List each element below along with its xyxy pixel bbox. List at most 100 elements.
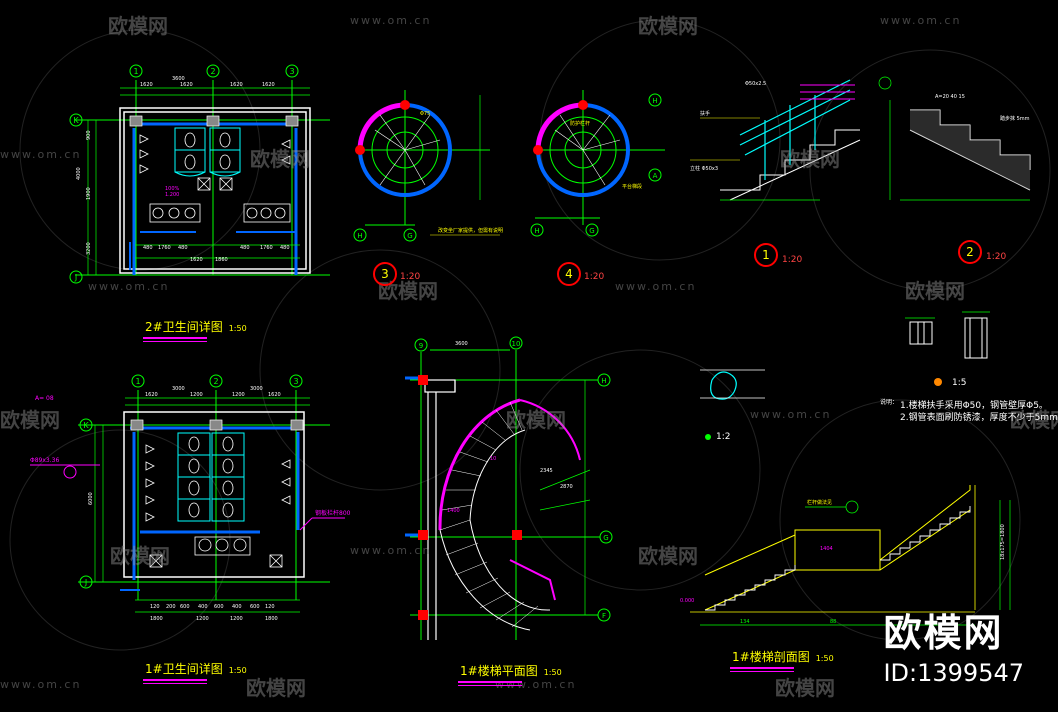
svg-text:88: 88 (830, 619, 836, 625)
svg-text:K: K (83, 421, 89, 430)
detail-number-3: 3 (373, 262, 397, 286)
svg-text:400: 400 (232, 604, 242, 610)
svg-text:2870: 2870 (560, 484, 573, 490)
svg-text:10: 10 (490, 456, 496, 462)
watermark-url: www.om.cn (88, 280, 170, 293)
svg-text:1200: 1200 (196, 616, 209, 622)
svg-text:900: 900 (86, 130, 92, 140)
detail-number-2: 2 (958, 240, 982, 264)
watermark-logo: 欧模网 (110, 544, 170, 568)
svg-text:1620: 1620 (190, 257, 203, 263)
svg-text:G: G (589, 227, 594, 235)
svg-text:1: 1 (135, 377, 140, 386)
watermark-logo: 欧模网 (775, 676, 835, 700)
svg-text:3: 3 (289, 67, 294, 76)
svg-text:说明：: 说明： (880, 398, 898, 406)
svg-text:600: 600 (180, 604, 190, 610)
watermark-logo: 欧模网 (250, 147, 310, 171)
watermark-url: www.om.cn (350, 14, 432, 27)
svg-text:立柱 Φ50x3: 立柱 Φ50x3 (690, 165, 718, 172)
svg-text:1400: 1400 (447, 508, 460, 514)
detail-2-scale: 1:20 (986, 252, 1007, 262)
brand-block: 欧模网 ID:1399547 (883, 602, 1024, 687)
svg-text:H: H (601, 377, 606, 385)
detail-5-rail-profile: 说明： (880, 311, 990, 406)
stair-section-scale: 1:50 (815, 654, 834, 663)
svg-text:栏杆做法见: 栏杆做法见 (807, 499, 832, 506)
detail-number-4: 4 (557, 262, 581, 286)
stair-plan-title: 1#楼梯平面图 1:50 (458, 662, 562, 686)
svg-text:100%: 100% (165, 186, 180, 192)
watermark-logo: 欧模网 (638, 14, 698, 38)
svg-text:2: 2 (213, 377, 218, 386)
svg-text:扶手: 扶手 (700, 110, 710, 117)
watermark-logo: 欧模网 (780, 147, 840, 171)
svg-text:0.000: 0.000 (680, 598, 694, 604)
svg-text:J: J (84, 578, 87, 587)
watermark-logo: 欧模网 (0, 408, 60, 432)
svg-text:9: 9 (419, 342, 423, 350)
svg-text:平台梯段: 平台梯段 (622, 183, 642, 190)
watermark-rings (9, 19, 1051, 651)
svg-text:1800: 1800 (150, 616, 163, 622)
svg-text:Φ75: Φ75 (420, 111, 430, 117)
watermark-url: www.om.cn (880, 14, 962, 27)
svg-text:1800: 1800 (265, 616, 278, 622)
svg-text:1620: 1620 (268, 392, 281, 398)
svg-text:H: H (652, 97, 657, 105)
svg-text:1: 1 (133, 67, 138, 76)
watermark-url: www.om.cn (615, 280, 697, 293)
svg-text:1860: 1860 (215, 257, 228, 263)
svg-text:G: G (603, 534, 608, 542)
watermark-url: www.om.cn (350, 544, 432, 557)
note-line-2: 2.钢管表面刷防锈漆，厚度不少于5mm。 (900, 413, 1058, 423)
svg-text:480: 480 (240, 245, 250, 251)
svg-text:Φ89x3.36: Φ89x3.36 (30, 457, 59, 464)
watermark-logo: 欧模网 (1010, 408, 1058, 432)
detail-6-scale: 1:2 (716, 432, 731, 442)
svg-text:F: F (602, 612, 606, 620)
watermark-url: www.om.cn (0, 678, 82, 691)
stair-plan-title-text: 1#楼梯平面图 (460, 664, 538, 678)
svg-text:3600: 3600 (455, 341, 468, 347)
svg-text:踏步抹 5mm: 踏步抹 5mm (1000, 115, 1030, 122)
svg-text:600: 600 (214, 604, 224, 610)
svg-text:480: 480 (178, 245, 188, 251)
svg-text:480: 480 (143, 245, 153, 251)
detail-6-handrail-profile (700, 369, 765, 440)
stair-plan-scale: 1:50 (543, 668, 562, 677)
svg-text:A: A (653, 172, 658, 180)
svg-text:10: 10 (512, 340, 521, 348)
watermark-logo: 欧模网 (246, 676, 306, 700)
detail-1-handrail: 扶手 Φ50x2.5 立柱 Φ50x3 (690, 79, 861, 201)
svg-text:400: 400 (198, 604, 208, 610)
svg-text:1760: 1760 (260, 245, 273, 251)
svg-text:3000: 3000 (250, 386, 263, 392)
svg-text:防护栏杆: 防护栏杆 (570, 120, 590, 127)
svg-text:2345: 2345 (540, 468, 553, 474)
detail-5-scale: 1:5 (952, 378, 967, 388)
watermark-logo: 欧模网 (506, 408, 566, 432)
svg-text:A= 08: A= 08 (35, 395, 54, 402)
svg-text:1620: 1620 (140, 82, 153, 88)
svg-text:1404: 1404 (820, 546, 833, 552)
detail-number-1: 1 (754, 243, 778, 267)
svg-text:1620: 1620 (230, 82, 243, 88)
svg-text:1200: 1200 (232, 392, 245, 398)
svg-text:600: 600 (250, 604, 260, 610)
brand-name: 欧模网 (883, 611, 1004, 655)
detail-1-scale: 1:20 (782, 255, 803, 265)
svg-text:1900: 1900 (86, 187, 92, 200)
svg-text:6000: 6000 (88, 492, 94, 505)
svg-text:改变坐厂家提供，但需有说明: 改变坐厂家提供，但需有说明 (438, 227, 503, 234)
svg-text:钢板栏杆800: 钢板栏杆800 (315, 509, 351, 517)
stair1-plan: 9 10 H G F (405, 336, 613, 640)
watermark-logo: 欧模网 (638, 544, 698, 568)
watermark-logo: 欧模网 (905, 279, 965, 303)
